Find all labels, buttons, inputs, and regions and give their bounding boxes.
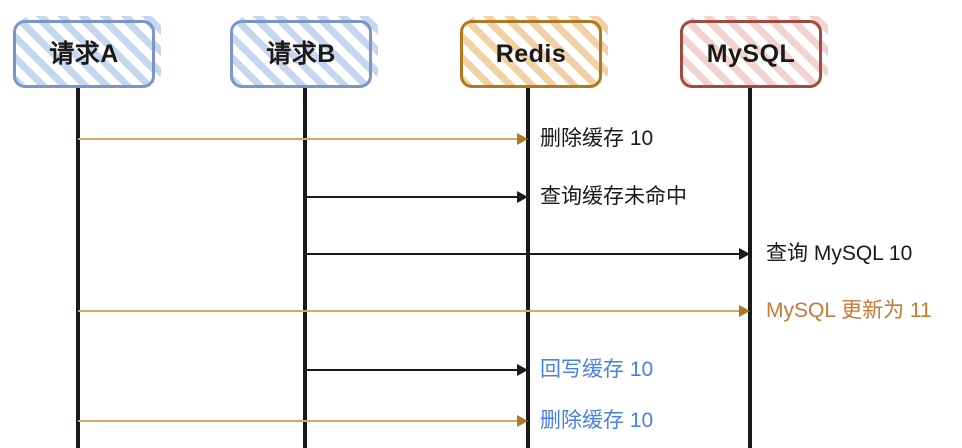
message-label-msg-5: 回写缓存 10 xyxy=(540,358,654,381)
message-line-msg-4 xyxy=(78,310,742,312)
message-arrowhead-msg-1 xyxy=(517,133,528,145)
message-line-msg-1 xyxy=(78,138,520,140)
actor-label-request-b: 请求B xyxy=(266,39,336,68)
actor-box-request-a[interactable]: 请求A xyxy=(13,20,155,88)
actor-label-mysql: MySQL xyxy=(706,39,796,68)
lifeline-request-b xyxy=(303,88,307,448)
message-line-msg-5 xyxy=(305,369,520,371)
message-label-msg-6: 删除缓存 10 xyxy=(540,409,654,432)
message-arrowhead-msg-5 xyxy=(517,364,528,376)
message-arrowhead-msg-3 xyxy=(739,248,750,260)
actor-label-request-a: 请求A xyxy=(49,39,119,68)
message-line-msg-2 xyxy=(305,196,520,198)
message-arrowhead-msg-2 xyxy=(517,191,528,203)
lifeline-request-a xyxy=(76,88,80,448)
lifeline-redis xyxy=(526,88,530,448)
message-line-msg-3 xyxy=(305,253,742,255)
message-label-msg-2: 查询缓存未命中 xyxy=(540,185,687,208)
lifeline-mysql xyxy=(748,88,752,448)
message-label-msg-1: 删除缓存 10 xyxy=(540,127,654,150)
message-line-msg-6 xyxy=(78,420,520,422)
actor-box-redis[interactable]: Redis xyxy=(460,20,602,88)
actor-box-mysql[interactable]: MySQL xyxy=(680,20,822,88)
message-label-msg-3: 查询 MySQL 10 xyxy=(766,242,913,265)
message-arrowhead-msg-4 xyxy=(739,305,750,317)
actor-box-request-b[interactable]: 请求B xyxy=(230,20,372,88)
message-label-msg-4: MySQL 更新为 11 xyxy=(766,299,932,322)
message-arrowhead-msg-6 xyxy=(517,415,528,427)
actor-label-redis: Redis xyxy=(495,39,567,68)
